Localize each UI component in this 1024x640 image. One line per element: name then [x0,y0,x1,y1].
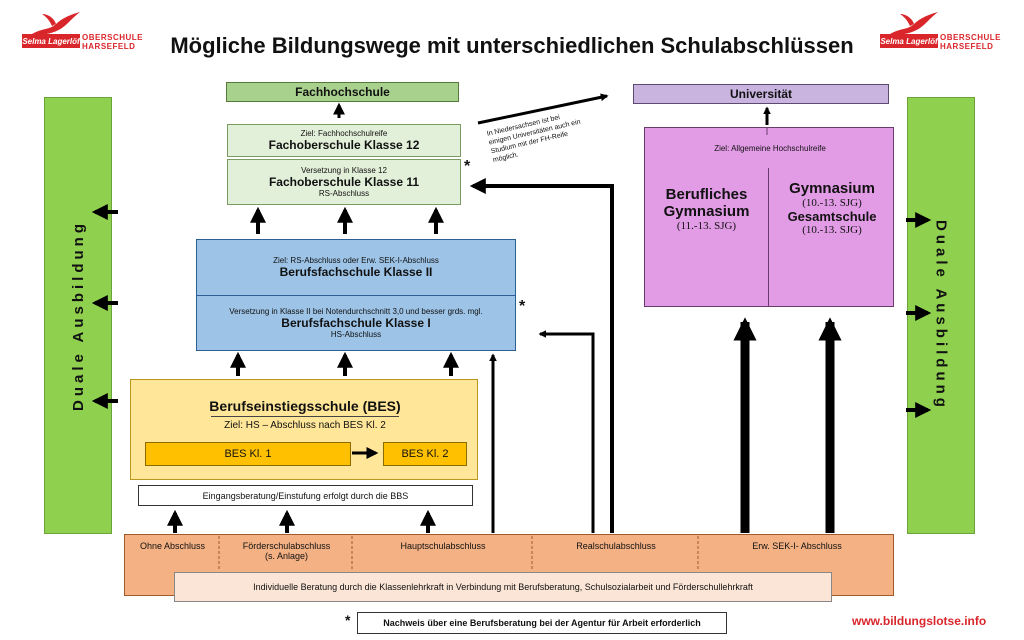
fachhochschule-box: Fachhochschule [226,82,459,102]
fos11-sub: RS-Abschluss [318,189,370,198]
hauptschulabschluss: Hauptschulabschluss [400,541,486,551]
logo-school-line2: HARSEFELD [82,42,136,51]
beratung-box: Individuelle Beratung durch die Klassenl… [174,572,832,602]
duale-ausbildung-left: Duale Ausbildung [44,97,112,534]
logo-school-line2: HARSEFELD [940,42,994,51]
bird-icon [890,12,938,35]
duale-ausbildung-label: Duale Ausbildung [69,220,87,411]
logo-school-line1: OBERSCHULE [82,33,144,42]
fos12-name: Fachoberschule Klasse 12 [268,138,420,152]
bfs2-name: Berufsfachschule Klasse II [279,265,433,279]
ges-years: (10.-13. SJG) [802,224,862,236]
gym-divider [768,168,769,306]
gym-goal: Ziel: Allgemeine Hochschulreife [714,144,826,153]
gym-years: (10.-13. SJG) [802,197,862,209]
bes-kl1-box: BES Kl. 1 [145,442,351,466]
realschulabschluss: Realschulabschluss [576,541,656,551]
fachoberschule-11-box: Versetzung in Klasse 12 Fachoberschule K… [227,159,461,205]
bes-name: Berufseinstiegsschule (BES) [209,398,401,414]
berufsfachschule-2-box: Ziel: RS-Abschluss oder Erw. SEK-I-Absch… [196,239,516,296]
bes-kl2-box: BES Kl. 2 [383,442,467,466]
ohne-abschluss: Ohne Abschluss [139,541,206,551]
bfs1-asterisk: * [519,298,526,315]
eingangsberatung-box: Eingangsberatung/Einstufung erfolgt durc… [138,485,473,506]
berufseinstiegsschule-box: Berufseinstiegsschule (BES) Ziel: HS – A… [130,379,478,480]
berufsfachschule-1-box: Versetzung in Klasse II bei Notendurchsc… [196,295,516,351]
fos11-name: Fachoberschule Klasse 11 [268,175,420,189]
bfs2-goal: Ziel: RS-Abschluss oder Erw. SEK-I-Absch… [273,256,439,265]
erw-sek1-abschluss: Erw. SEK-I- Abschluss [752,541,842,551]
footnote-box: Nachweis über eine Berufsberatung bei de… [357,612,727,634]
bes-goal: Ziel: HS – Abschluss nach BES Kl. 2 [224,420,386,431]
page-title: Mögliche Bildungswege mit unterschiedlic… [170,33,854,58]
logo-brand: Selma Lagerlöf [22,34,80,48]
logo-school-line1: OBERSCHULE [940,33,1002,42]
bg-name2: Gymnasium [663,203,750,220]
universitaet-box: Universität [633,84,889,104]
bird-icon [32,12,80,35]
bfs1-sub: HS-Abschluss [330,330,382,339]
berufliches-gymnasium: Berufliches Gymnasium (11.-13. SJG) [645,186,768,232]
niedersachsen-note: In Niedersachsen ist bei einigen Univers… [486,105,601,165]
footnote-asterisk: * [345,612,351,628]
bg-name1: Berufliches [665,186,748,203]
fos11-note: Versetzung in Klasse 12 [301,166,387,175]
school-logo-left: Selma Lagerlöf OBERSCHULE HARSEFELD [22,8,162,52]
gym-name: Gymnasium [789,180,875,197]
duale-ausbildung-label: Duale Ausbildung [932,220,950,411]
bfs1-note: Versetzung in Klasse II bei Notendurchsc… [229,307,483,316]
bg-years: (11.-13. SJG) [676,220,737,232]
arrow-left-icon [538,330,595,533]
fachoberschule-12-box: Ziel: Fachhochschulreife Fachoberschule … [227,124,461,157]
bfs1-name: Berufsfachschule Klasse I [281,316,431,330]
fos12-goal: Ziel: Fachhochschulreife [300,129,388,138]
fos11-asterisk: * [464,158,471,175]
ges-name: Gesamtschule [787,209,877,224]
foerderschulabschluss: Förderschulabschluss (s. Anlage) [242,541,331,561]
duale-ausbildung-right: Duale Ausbildung [907,97,975,534]
school-logo-right: Selma Lagerlöf OBERSCHULE HARSEFELD [880,8,1020,52]
bes-underline [211,416,399,417]
website-link[interactable]: www.bildungslotse.info [852,614,987,628]
logo-brand: Selma Lagerlöf [880,34,938,48]
gymnasium-block: Ziel: Allgemeine Hochschulreife Beruflic… [644,127,894,307]
gymnasium-gesamtschule: Gymnasium (10.-13. SJG) Gesamtschule (10… [769,180,895,236]
